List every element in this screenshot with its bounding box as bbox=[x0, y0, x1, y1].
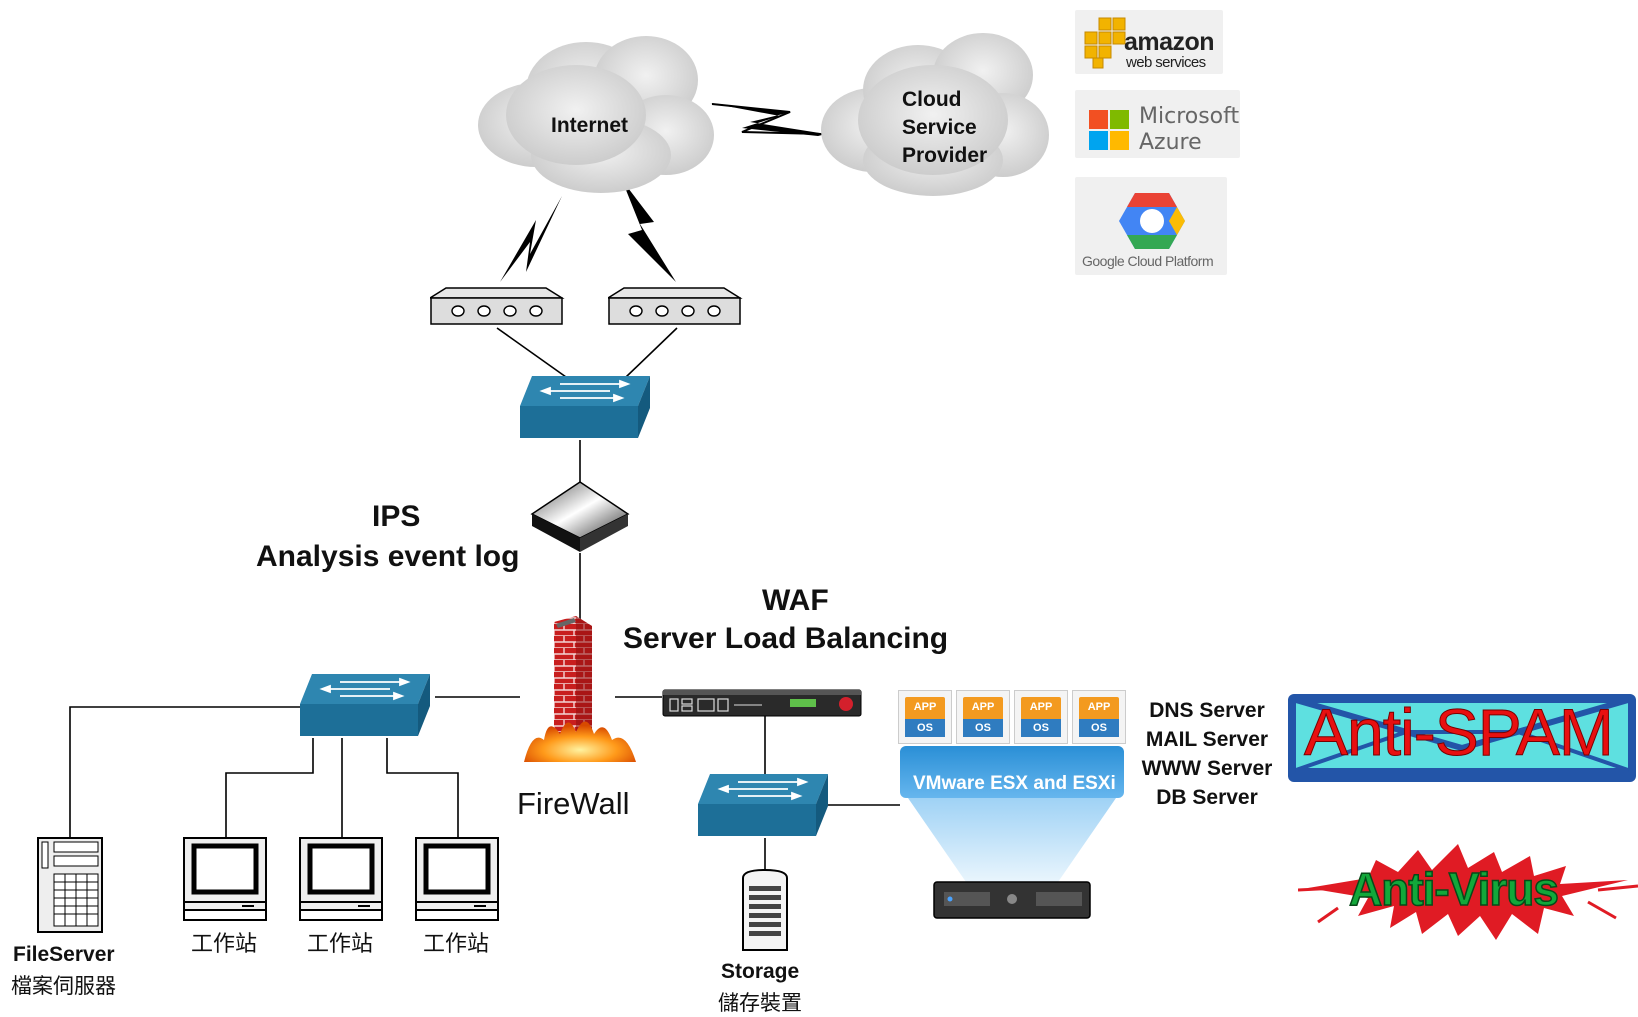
ips-device-icon bbox=[530, 481, 630, 552]
azure-line2: Azure bbox=[1139, 130, 1202, 155]
app-tile: APP OS bbox=[898, 690, 952, 744]
workstation-2-icon bbox=[299, 837, 383, 921]
workstation-1-label: 工作站 bbox=[191, 931, 258, 956]
waf-subtitle: Server Load Balancing bbox=[623, 622, 949, 655]
waf-title: WAF bbox=[762, 584, 829, 617]
anti-virus-label: Anti-Virus bbox=[1348, 862, 1559, 916]
workstation-1-icon bbox=[183, 837, 267, 921]
cloud-service-provider-label: Cloud Service Provider bbox=[902, 86, 987, 170]
router-2 bbox=[608, 287, 743, 325]
app-tile: APP OS bbox=[1072, 690, 1126, 744]
internet-cloud bbox=[478, 36, 714, 193]
line-switch-fileserver bbox=[69, 706, 300, 840]
app-tile: APP OS bbox=[956, 690, 1010, 744]
line-router2-switch bbox=[625, 327, 678, 378]
anti-spam-label: Anti-SPAM bbox=[1304, 695, 1615, 770]
server-www: WWW Server bbox=[1141, 757, 1273, 780]
internet-label: Internet bbox=[551, 114, 629, 137]
ips-title: IPS bbox=[372, 500, 421, 533]
workstation-3-label: 工作站 bbox=[423, 931, 490, 956]
csp-line-2: Service bbox=[902, 116, 977, 139]
line-switch-ws1 bbox=[225, 738, 314, 840]
vmware-label: VMware ESX and ESXi bbox=[913, 773, 1116, 794]
fileserver-icon bbox=[37, 837, 103, 933]
cloud-service-provider-cloud bbox=[821, 33, 1049, 196]
aws-cubes-icon bbox=[1084, 17, 1126, 69]
azure-line1: Microsoft bbox=[1139, 104, 1240, 129]
storage-icon bbox=[742, 868, 788, 951]
anti-virus-splat-icon bbox=[1298, 844, 1638, 940]
server-mail: MAIL Server bbox=[1145, 728, 1269, 751]
server-dns: DNS Server bbox=[1149, 699, 1265, 722]
storage-label: Storage bbox=[721, 960, 800, 983]
csp-line-3: Provider bbox=[902, 144, 988, 167]
firewall-label: FireWall bbox=[517, 786, 630, 821]
ips-subtitle: Analysis event log bbox=[256, 540, 520, 573]
waf-appliance-icon bbox=[662, 689, 862, 717]
csp-line-1: Cloud bbox=[902, 88, 962, 111]
dmz-switch bbox=[698, 774, 828, 836]
fileserver-label-zh: 檔案伺服器 bbox=[11, 975, 116, 998]
firewall-icon bbox=[524, 616, 636, 762]
app-tiles: APP OS APP OS APP OS APP OS bbox=[898, 690, 1126, 744]
lightning-internet-csp-bolt bbox=[710, 103, 826, 136]
storage-label-zh: 儲存裝置 bbox=[718, 992, 802, 1015]
router-1 bbox=[430, 287, 565, 325]
fileserver-label: FileServer bbox=[13, 943, 115, 966]
gcp-logo: Google Cloud Platform bbox=[1075, 177, 1227, 275]
core-switch bbox=[520, 376, 650, 438]
azure-logo: Microsoft Azure bbox=[1075, 90, 1240, 158]
lightning-router2 bbox=[622, 180, 676, 282]
workstation-2-label: 工作站 bbox=[307, 931, 374, 956]
server-db: DB Server bbox=[1156, 786, 1258, 809]
aws-line1: amazon bbox=[1124, 28, 1215, 56]
lightning-router1 bbox=[500, 196, 562, 282]
microsoft-squares-icon bbox=[1089, 110, 1129, 150]
lan-switch bbox=[300, 674, 430, 736]
gcp-hexagon-icon bbox=[1119, 193, 1185, 249]
aws-logo: amazon web services bbox=[1075, 10, 1223, 74]
workstation-3-icon bbox=[415, 837, 499, 921]
line-switch-ws3 bbox=[386, 738, 459, 840]
server-list: DNS Server MAIL Server WWW Server DB Ser… bbox=[1132, 696, 1282, 812]
anti-spam-envelope-icon bbox=[1288, 694, 1636, 782]
line-router1-switch bbox=[496, 327, 567, 378]
gcp-text: Google Cloud Platform bbox=[1082, 253, 1214, 269]
vmware-host-graphic bbox=[900, 746, 1124, 919]
aws-line2: web services bbox=[1126, 54, 1206, 71]
app-tile: APP OS bbox=[1014, 690, 1068, 744]
